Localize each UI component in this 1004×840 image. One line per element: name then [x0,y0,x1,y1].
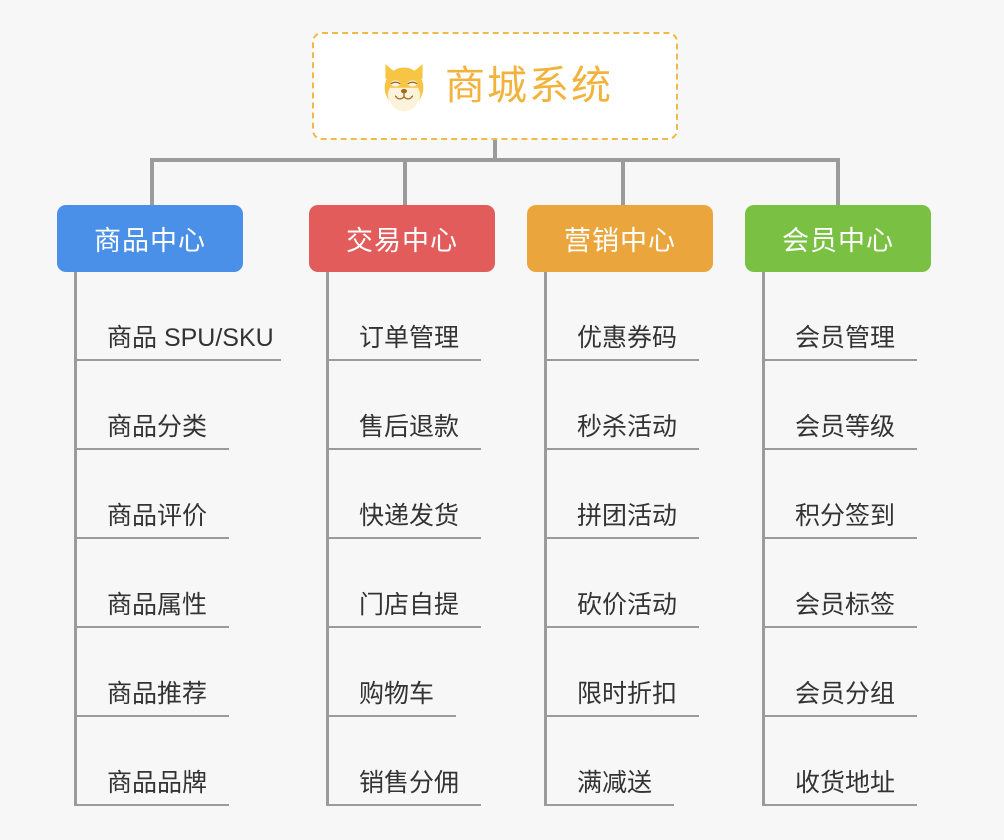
leaf-label: 商品评价 [107,501,208,530]
leaf-item[interactable]: 砍价活动 [544,539,699,628]
leaf-label: 商品品牌 [107,768,208,797]
leaf-item[interactable]: 订单管理 [326,272,481,361]
leaf-label: 收货地址 [795,768,896,797]
branch-rail-2 [326,272,329,806]
drop-connector-1 [150,158,154,206]
shiba-dog-icon [384,64,424,112]
leaf-item[interactable]: 售后退款 [326,361,481,450]
leaf-item[interactable]: 优惠券码 [544,272,699,361]
leaf-label: 商品 SPU/SKU [107,323,274,352]
leaf-item[interactable]: 限时折扣 [544,628,699,717]
branch-header-label-3: 营销中心 [564,226,676,256]
leaf-label: 商品分类 [107,412,208,441]
leaf-item[interactable]: 快递发货 [326,450,481,539]
drop-connector-3 [621,158,625,206]
leaf-label: 优惠券码 [577,323,678,352]
branch-rail-1 [74,272,77,806]
leaf-label: 积分签到 [795,501,896,530]
branch-header-1[interactable]: 商品中心 [57,205,243,272]
root-node[interactable]: 商城系统 [312,32,678,140]
leaf-item[interactable]: 会员标签 [762,539,917,628]
leaf-label: 限时折扣 [577,679,678,708]
branch-column-3: 营销中心 优惠券码 秒杀活动 拼团活动 砍价活动 限时折扣 满减送 [527,205,713,806]
leaf-item[interactable]: 销售分佣 [326,717,481,806]
drop-connector-2 [403,158,407,206]
leaf-label: 秒杀活动 [577,412,678,441]
branch-column-2: 交易中心 订单管理 售后退款 快递发货 门店自提 购物车 销售分佣 [309,205,495,806]
leaf-label: 门店自提 [359,590,460,619]
leaf-label: 会员分组 [795,679,896,708]
leaf-label: 售后退款 [359,412,460,441]
branch-header-2[interactable]: 交易中心 [309,205,495,272]
leaf-label: 购物车 [359,679,435,708]
leaf-label: 订单管理 [359,323,460,352]
leaf-label: 会员管理 [795,323,896,352]
root-title: 商城系统 [445,64,613,108]
leaf-item[interactable]: 会员分组 [762,628,917,717]
leaf-item[interactable]: 商品推荐 [74,628,229,717]
horizontal-bus-connector [150,158,840,162]
leaf-label: 会员等级 [795,412,896,441]
leaf-item[interactable]: 收货地址 [762,717,917,806]
branch-header-label-2: 交易中心 [346,226,458,256]
branch-items-2: 订单管理 售后退款 快递发货 门店自提 购物车 销售分佣 [326,272,481,806]
branch-header-4[interactable]: 会员中心 [745,205,931,272]
leaf-item[interactable]: 商品分类 [74,361,229,450]
leaf-item[interactable]: 拼团活动 [544,450,699,539]
leaf-item[interactable]: 购物车 [326,628,456,717]
branch-items-3: 优惠券码 秒杀活动 拼团活动 砍价活动 限时折扣 满减送 [544,272,699,806]
leaf-item[interactable]: 秒杀活动 [544,361,699,450]
leaf-label: 满减送 [577,768,653,797]
root-stem-connector [493,140,497,160]
branch-rail-4 [762,272,765,806]
leaf-item[interactable]: 商品评价 [74,450,229,539]
leaf-label: 快递发货 [359,501,460,530]
branch-header-label-4: 会员中心 [782,226,894,256]
drop-connector-4 [836,158,840,206]
leaf-item[interactable]: 满减送 [544,717,674,806]
branch-column-1: 商品中心 商品 SPU/SKU 商品分类 商品评价 商品属性 商品推荐 商品品牌 [57,205,281,806]
leaf-item[interactable]: 商品品牌 [74,717,229,806]
leaf-item[interactable]: 商品 SPU/SKU [74,272,281,361]
branch-rail-3 [544,272,547,806]
leaf-item[interactable]: 积分签到 [762,450,917,539]
leaf-label: 商品属性 [107,590,208,619]
branch-column-4: 会员中心 会员管理 会员等级 积分签到 会员标签 会员分组 收货地址 [745,205,931,806]
leaf-item[interactable]: 会员等级 [762,361,917,450]
leaf-item[interactable]: 会员管理 [762,272,917,361]
leaf-item[interactable]: 门店自提 [326,539,481,628]
leaf-label: 拼团活动 [577,501,678,530]
leaf-label: 会员标签 [795,590,896,619]
branch-items-4: 会员管理 会员等级 积分签到 会员标签 会员分组 收货地址 [762,272,917,806]
leaf-label: 商品推荐 [107,679,208,708]
branch-items-1: 商品 SPU/SKU 商品分类 商品评价 商品属性 商品推荐 商品品牌 [74,272,281,806]
branch-header-label-1: 商品中心 [94,226,206,256]
leaf-label: 砍价活动 [577,590,678,619]
leaf-label: 销售分佣 [359,768,460,797]
branch-header-3[interactable]: 营销中心 [527,205,713,272]
leaf-item[interactable]: 商品属性 [74,539,229,628]
